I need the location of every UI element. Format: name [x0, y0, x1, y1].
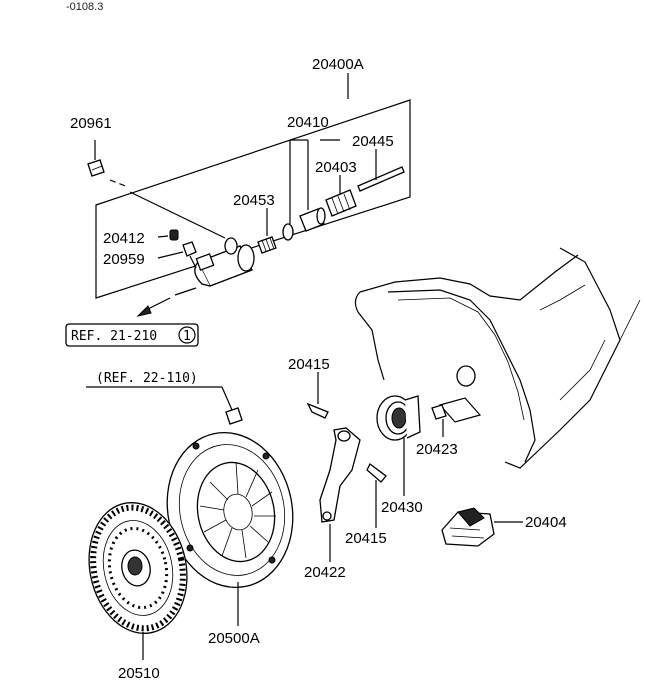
release-bearing-20430	[376, 395, 421, 496]
ref-21-210-circle: 1	[183, 329, 191, 344]
label-20453: 20453	[233, 192, 275, 209]
label-20500A: 20500A	[208, 630, 260, 647]
label-20412: 20412	[103, 230, 145, 247]
ref-22-110-leader	[86, 386, 243, 425]
ref-circle-icon	[178, 326, 196, 344]
label-20404: 20404	[525, 514, 567, 531]
ref-22-110-label: (REF. 22-110)	[96, 371, 198, 386]
clutch-cover-20500A	[166, 431, 294, 626]
label-20422: 20422	[304, 564, 346, 581]
page-code: -0108.3	[66, 1, 103, 13]
dust-boot-20404	[441, 507, 523, 547]
spring-20453	[257, 208, 277, 254]
label-20410: 20410	[287, 114, 329, 131]
label-20400A: 20400A	[312, 56, 364, 73]
label-20445: 20445	[352, 133, 394, 150]
slave-cylinder-body	[174, 237, 255, 296]
clip-20415-top	[306, 372, 329, 419]
bleeder-cap-20959	[157, 241, 197, 269]
label-20430: 20430	[381, 499, 423, 516]
label-20415-bottom: 20415	[345, 530, 387, 547]
bolt-20423	[431, 404, 447, 437]
label-20961: 20961	[70, 115, 112, 132]
ref-21-210-box[interactable]	[65, 323, 199, 347]
label-20959: 20959	[103, 251, 145, 268]
assembly-box-20400A	[95, 73, 411, 299]
release-fork-20422	[319, 427, 361, 562]
transmission-housing	[354, 247, 641, 469]
bolt-20961	[87, 140, 226, 239]
ref-21-210-label: REF. 21-210	[71, 329, 157, 344]
label-20403: 20403	[315, 159, 357, 176]
clutch-disc-20510	[88, 502, 188, 660]
boot-20403	[325, 175, 357, 217]
label-20415-top: 20415	[288, 356, 330, 373]
piston-20410	[282, 139, 340, 241]
ref-arrow	[136, 297, 171, 317]
clip-20415-bottom	[366, 463, 387, 528]
label-20510: 20510	[118, 665, 160, 682]
push-rod-20445	[357, 149, 405, 192]
bleeder-20412	[157, 229, 179, 241]
label-20423: 20423	[416, 441, 458, 458]
